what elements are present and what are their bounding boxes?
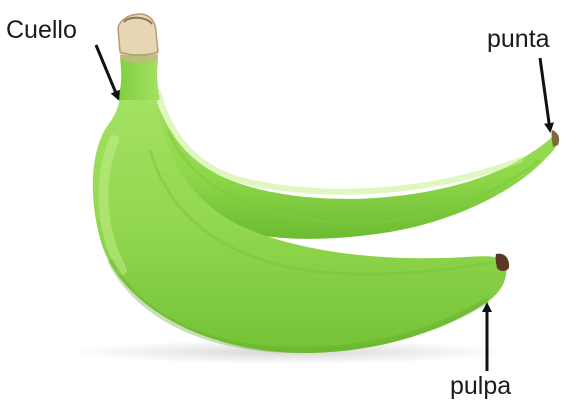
tip-label: punta — [487, 27, 550, 52]
tip-arrow — [540, 58, 550, 130]
neck-label: Cuello — [6, 18, 77, 43]
back-banana-tip — [552, 130, 560, 147]
front-banana-tip — [496, 254, 510, 271]
neck-arrow — [96, 45, 118, 98]
banana-stem — [118, 14, 160, 100]
pulp-label: pulpa — [450, 374, 511, 399]
